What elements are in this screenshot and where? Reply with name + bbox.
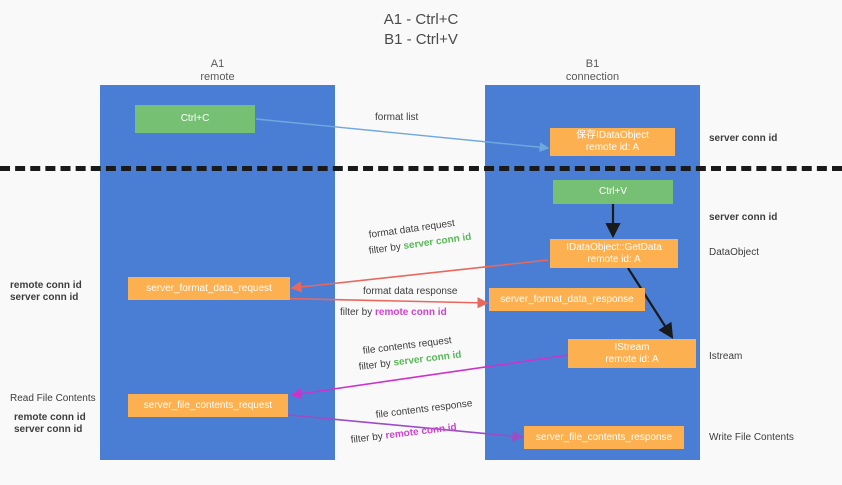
box-ctrl-v[interactable]: Ctrl+V: [553, 180, 673, 204]
separator-dashed-line: [0, 166, 842, 171]
column-header-a1: A1 remote: [200, 58, 235, 83]
label-format-data-response-filter: filter by remote conn id: [340, 306, 447, 319]
label-format-list: format list: [375, 112, 419, 123]
label-read-file-contents: Read File Contents: [10, 393, 96, 404]
label-format-data-response: format data response: [363, 286, 458, 297]
label-server-conn-id-lower: server conn id: [14, 424, 83, 435]
box-server-file-contents-response[interactable]: server_file_contents_response: [524, 426, 684, 449]
label-istream: Istream: [709, 351, 743, 362]
label-remote-conn-id-lower: remote conn id: [14, 412, 86, 423]
box-server-format-data-response[interactable]: server_format_data_response: [489, 288, 645, 311]
box-istream[interactable]: IStream remote id: A: [568, 339, 696, 368]
filter-prefix: filter by: [368, 241, 405, 257]
filter-prefix: filter by: [358, 357, 395, 373]
label-server-conn-id-upper: server conn id: [10, 292, 79, 303]
page-title: A1 - Ctrl+C B1 - Ctrl+V: [383, 11, 459, 48]
label-dataobject: DataObject: [709, 247, 760, 258]
label-remote-conn-id-upper: remote conn id: [10, 280, 82, 291]
column-header-b1: B1 connection: [565, 58, 620, 83]
filter-value-remote-conn-id: remote conn id: [384, 421, 458, 442]
box-server-file-contents-request[interactable]: server_file_contents_request: [128, 394, 288, 417]
box-ctrl-c[interactable]: Ctrl+C: [135, 105, 255, 133]
box-server-format-data-request[interactable]: server_format_data_request: [128, 277, 290, 300]
label-server-conn-id-second: server conn id: [709, 212, 778, 223]
filter-value-remote-conn-id: remote conn id: [375, 307, 447, 318]
label-file-contents-response: file contents response: [375, 398, 474, 421]
box-save-idataobject[interactable]: 保存IDataObject remote id: A: [550, 128, 675, 156]
filter-prefix: filter by: [350, 430, 387, 446]
label-write-file-contents: Write File Contents: [709, 432, 794, 443]
filter-prefix: filter by: [340, 307, 376, 318]
box-idataobject-getdata[interactable]: IDataObject::GetData remote id: A: [550, 239, 678, 268]
label-file-contents-response-filter: filter by remote conn id: [350, 421, 457, 447]
label-server-conn-id-top: server conn id: [709, 133, 778, 144]
